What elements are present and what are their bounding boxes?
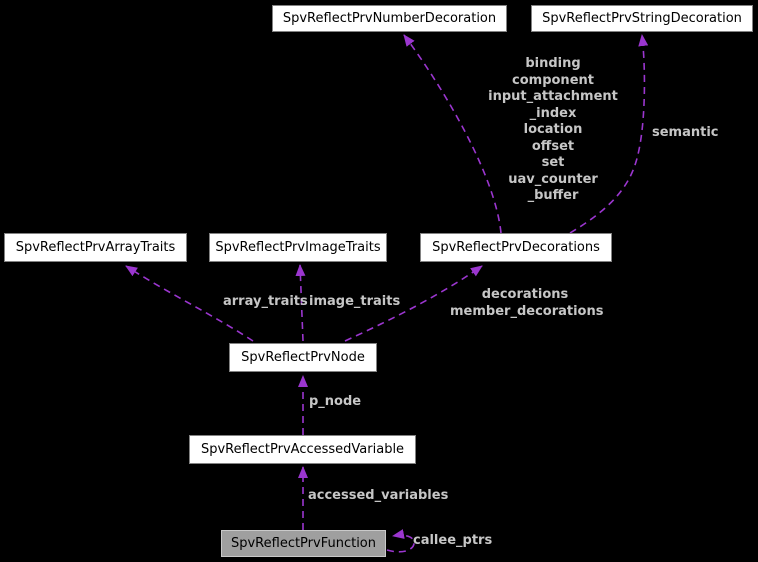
edge-decorations-to-number-decoration xyxy=(403,34,502,234)
edge-label-callee-ptrs: callee_ptrs xyxy=(413,533,493,548)
edge-node-to-image-traits xyxy=(295,264,306,342)
edge-node-to-decorations xyxy=(344,265,483,342)
node-accessed-variable[interactable]: SpvReflectPrvAccessedVariable xyxy=(189,435,416,464)
node-image-traits-label: SpvReflectPrvImageTraits xyxy=(215,240,381,255)
node-array-traits[interactable]: SpvReflectPrvArrayTraits xyxy=(4,233,187,262)
node-number-decoration[interactable]: SpvReflectPrvNumberDecoration xyxy=(272,5,507,32)
node-number-decoration-label: SpvReflectPrvNumberDecoration xyxy=(282,11,497,26)
node-string-decoration[interactable]: SpvReflectPrvStringDecoration xyxy=(531,5,753,32)
node-decorations[interactable]: SpvReflectPrvDecorations xyxy=(420,233,612,262)
edge-label-array-traits: array_traits xyxy=(223,294,308,309)
node-image-traits[interactable]: SpvReflectPrvImageTraits xyxy=(209,233,387,262)
node-node[interactable]: SpvReflectPrvNode xyxy=(229,343,377,372)
edge-label-decorations: decorations member_decorations xyxy=(450,287,604,319)
node-function-label: SpvReflectPrvFunction xyxy=(230,536,377,551)
node-node-label: SpvReflectPrvNode xyxy=(241,350,365,365)
node-string-decoration-label: SpvReflectPrvStringDecoration xyxy=(542,11,742,26)
edge-function-self-loop xyxy=(386,529,415,553)
edge-label-p-node: p_node xyxy=(309,394,362,409)
edge-label-number-decoration-members: binding component input_attachment _inde… xyxy=(488,56,618,203)
node-function-current: SpvReflectPrvFunction xyxy=(221,530,386,557)
node-decorations-label: SpvReflectPrvDecorations xyxy=(432,240,600,255)
edge-node-to-array-traits xyxy=(125,265,254,342)
edge-decorations-to-string-decoration xyxy=(569,34,649,234)
edge-label-image-traits: image_traits xyxy=(309,294,401,309)
node-accessed-variable-label: SpvReflectPrvAccessedVariable xyxy=(200,442,405,457)
edge-label-semantic: semantic xyxy=(652,125,719,140)
node-array-traits-label: SpvReflectPrvArrayTraits xyxy=(15,240,176,255)
edge-label-accessed-variables: accessed_variables xyxy=(308,488,449,503)
